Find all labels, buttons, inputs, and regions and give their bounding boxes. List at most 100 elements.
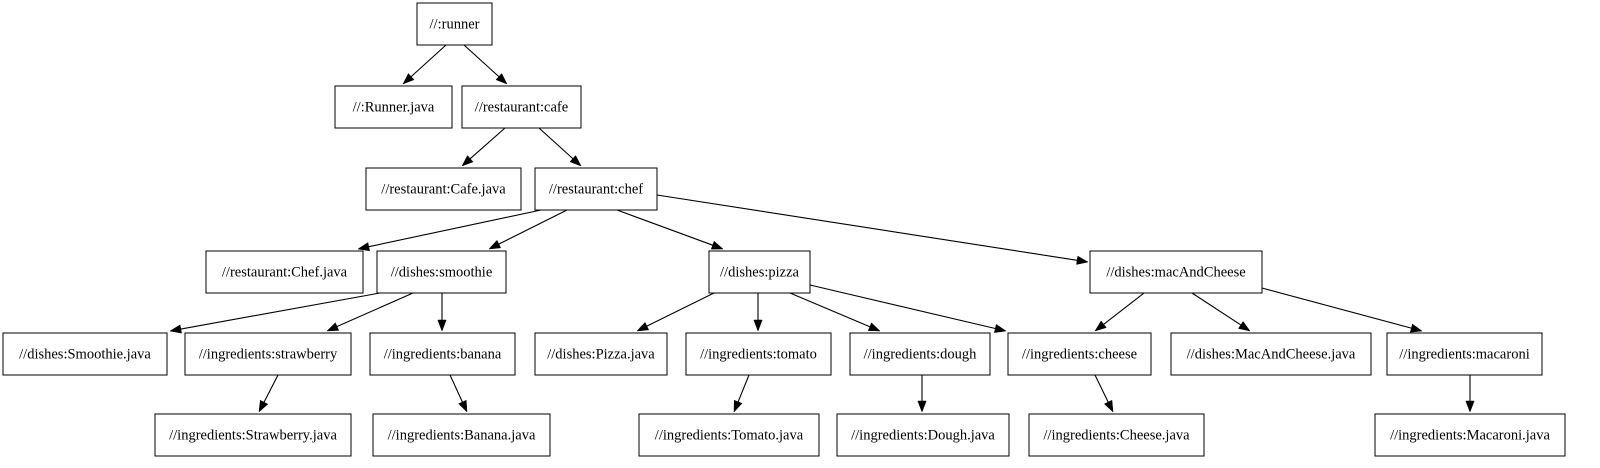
- edge-dishes_pizza-to-ing_dough: [789, 292, 881, 332]
- node-dishes_smoothie[interactable]: //dishes:smoothie: [376, 250, 507, 294]
- arrow-head-icon: [917, 400, 927, 413]
- node-label-ing_macaroni: //ingredients:macaroni: [1399, 346, 1529, 362]
- node-ing_strawberry[interactable]: //ingredients:strawberry: [184, 332, 352, 376]
- edge-dishes_pizza-to-ing_tomato: [753, 293, 763, 332]
- node-dough_java[interactable]: //ingredients:Dough.java: [836, 413, 1010, 457]
- node-box-cheese_java[interactable]: [1028, 413, 1205, 457]
- node-label-restaurant_cafe: //restaurant:cafe: [475, 99, 568, 115]
- node-box-strawberry_java[interactable]: [154, 413, 352, 457]
- node-box-dishes_pizza[interactable]: [708, 250, 811, 294]
- node-label-pizza_java: //dishes:Pizza.java: [547, 346, 655, 362]
- node-label-cafe_java: //restaurant:Cafe.java: [381, 181, 506, 197]
- node-box-runner[interactable]: [416, 2, 493, 46]
- edge-restaurant_chef-to-dishes_smoothie: [488, 209, 568, 250]
- arrow-head-icon: [867, 322, 881, 332]
- node-label-dishes_pizza: //dishes:pizza: [720, 264, 799, 280]
- arrow-head-icon: [994, 323, 1007, 333]
- node-restaurant_chef[interactable]: //restaurant:chef: [534, 167, 658, 211]
- edge-dishes_mac-to-ing_macaroni: [1261, 287, 1423, 333]
- node-label-ing_tomato: //ingredients:tomato: [700, 346, 817, 362]
- node-box-ing_tomato[interactable]: [685, 332, 832, 376]
- edge-dishes_pizza-to-pizza_java: [636, 292, 715, 332]
- node-label-ing_dough: //ingredients:dough: [864, 346, 978, 362]
- node-box-banana_java[interactable]: [372, 413, 551, 457]
- node-box-mac_java[interactable]: [1170, 332, 1372, 376]
- node-chef_java[interactable]: //restaurant:Chef.java: [205, 250, 364, 294]
- node-box-ing_macaroni[interactable]: [1386, 332, 1543, 376]
- node-label-runner_java: //:Runner.java: [353, 99, 435, 115]
- edge-dishes_smoothie-to-smoothie_java: [169, 292, 381, 334]
- node-box-restaurant_chef[interactable]: [534, 167, 658, 211]
- edge-dishes_pizza-to-ing_cheese: [809, 284, 1007, 333]
- node-box-dishes_smoothie[interactable]: [376, 250, 507, 294]
- node-ing_cheese[interactable]: //ingredients:cheese: [1007, 332, 1152, 376]
- node-label-ing_cheese: //ingredients:cheese: [1022, 346, 1137, 362]
- node-box-smoothie_java[interactable]: [2, 332, 168, 376]
- node-box-ing_banana[interactable]: [369, 332, 516, 376]
- edge-dishes_smoothie-to-ing_banana: [437, 293, 447, 332]
- node-box-cafe_java[interactable]: [365, 167, 522, 211]
- node-label-strawberry_java: //ingredients:Strawberry.java: [169, 427, 337, 443]
- node-label-dishes_mac: //dishes:macAndCheese: [1106, 264, 1245, 280]
- node-box-pizza_java[interactable]: [534, 332, 668, 376]
- node-box-ing_dough[interactable]: [849, 332, 991, 376]
- nodes-layer: //:runner //:Runner.java //restaurant:cafe…: [2, 2, 1566, 457]
- edge-dishes_mac-to-mac_java: [1191, 292, 1251, 332]
- node-ing_banana[interactable]: //ingredients:banana: [369, 332, 516, 376]
- node-banana_java[interactable]: //ingredients:Banana.java: [372, 413, 551, 457]
- node-box-tomato_java[interactable]: [638, 413, 820, 457]
- edge-runner-to-restaurant_cafe: [463, 44, 508, 85]
- node-mac_java[interactable]: //dishes:MacAndCheese.java: [1170, 332, 1372, 376]
- node-box-macaroni_java[interactable]: [1374, 413, 1566, 457]
- node-box-chef_java[interactable]: [205, 250, 364, 294]
- node-restaurant_cafe[interactable]: //restaurant:cafe: [461, 85, 582, 129]
- node-box-dishes_mac[interactable]: [1089, 250, 1263, 294]
- arrow-head-icon: [710, 240, 724, 250]
- node-ing_macaroni[interactable]: //ingredients:macaroni: [1386, 332, 1543, 376]
- node-label-ing_banana: //ingredients:banana: [384, 346, 502, 362]
- node-runner[interactable]: //:runner: [416, 2, 493, 46]
- node-box-runner_java[interactable]: [334, 85, 453, 129]
- node-tomato_java[interactable]: //ingredients:Tomato.java: [638, 413, 820, 457]
- node-dishes_mac[interactable]: //dishes:macAndCheese: [1089, 250, 1263, 294]
- node-box-dough_java[interactable]: [836, 413, 1010, 457]
- node-ing_dough[interactable]: //ingredients:dough: [849, 332, 991, 376]
- node-macaroni_java[interactable]: //ingredients:Macaroni.java: [1374, 413, 1566, 457]
- edge-dishes_mac-to-ing_cheese: [1094, 292, 1145, 332]
- node-ing_tomato[interactable]: //ingredients:tomato: [685, 332, 832, 376]
- arrow-head-icon: [1103, 399, 1114, 413]
- arrow-head-icon: [169, 324, 182, 334]
- node-label-chef_java: //restaurant:Chef.java: [222, 264, 348, 280]
- node-label-dishes_smoothie: //dishes:smoothie: [391, 264, 493, 280]
- node-label-ing_strawberry: //ingredients:strawberry: [199, 346, 338, 362]
- arrow-head-icon: [402, 73, 415, 85]
- arrow-head-icon: [1238, 321, 1251, 332]
- edge-ing_tomato-to-tomato_java: [733, 374, 750, 413]
- node-label-cheese_java: //ingredients:Cheese.java: [1043, 427, 1190, 443]
- node-box-ing_cheese[interactable]: [1007, 332, 1152, 376]
- node-label-mac_java: //dishes:MacAndCheese.java: [1187, 346, 1356, 362]
- node-pizza_java[interactable]: //dishes:Pizza.java: [534, 332, 668, 376]
- node-cafe_java[interactable]: //restaurant:Cafe.java: [365, 167, 522, 211]
- node-dishes_pizza[interactable]: //dishes:pizza: [708, 250, 811, 294]
- edge-ing_dough-to-dough_java: [917, 375, 927, 413]
- node-strawberry_java[interactable]: //ingredients:Strawberry.java: [154, 413, 352, 457]
- node-box-restaurant_cafe[interactable]: [461, 85, 582, 129]
- node-cheese_java[interactable]: //ingredients:Cheese.java: [1028, 413, 1205, 457]
- edge-restaurant_chef-to-dishes_mac: [656, 194, 1089, 265]
- node-label-smoothie_java: //dishes:Smoothie.java: [19, 346, 151, 362]
- node-box-ing_strawberry[interactable]: [184, 332, 352, 376]
- node-runner_java[interactable]: //:Runner.java: [334, 85, 453, 129]
- edge-dishes_smoothie-to-ing_strawberry: [326, 292, 414, 332]
- node-label-dough_java: //ingredients:Dough.java: [851, 427, 995, 443]
- arrow-head-icon: [357, 242, 370, 252]
- arrow-head-icon: [461, 155, 474, 167]
- node-smoothie_java[interactable]: //dishes:Smoothie.java: [2, 332, 168, 376]
- arrow-head-icon: [495, 73, 508, 85]
- edge-restaurant_chef-to-dishes_pizza: [616, 209, 724, 250]
- arrow-head-icon: [437, 319, 447, 332]
- arrow-head-icon: [1409, 323, 1423, 333]
- arrow-head-icon: [458, 399, 468, 413]
